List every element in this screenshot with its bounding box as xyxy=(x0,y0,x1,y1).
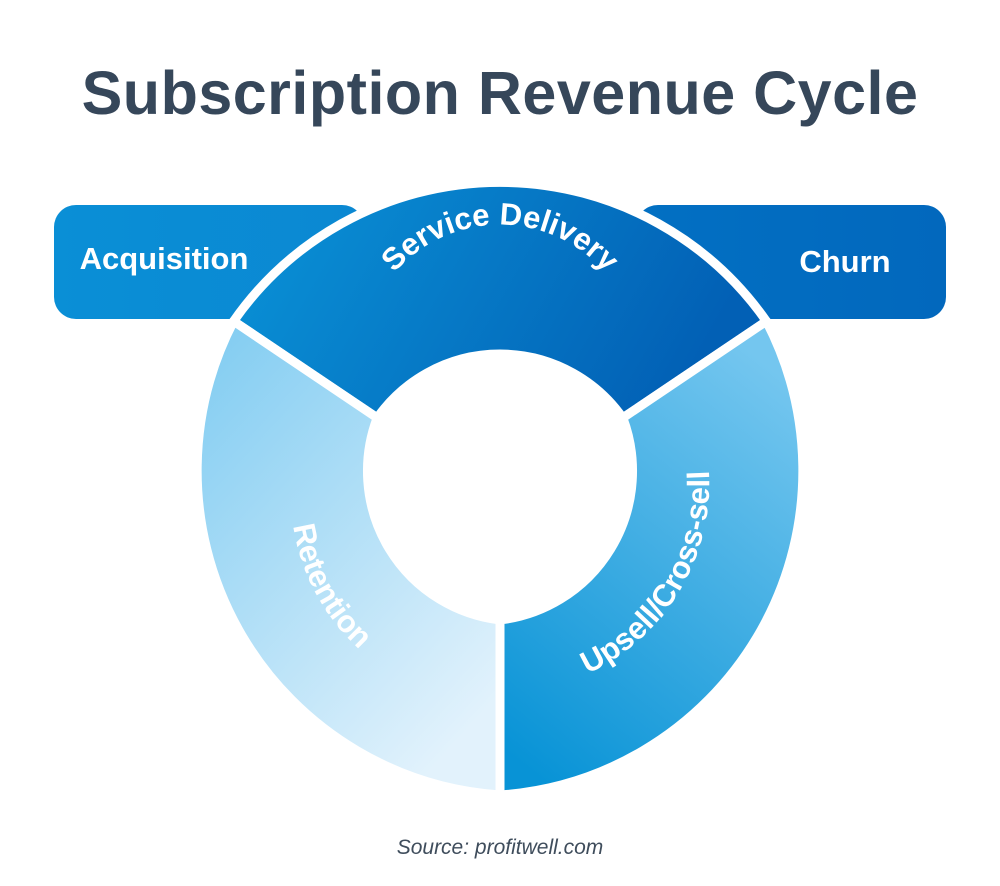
churn-label: Churn xyxy=(799,244,890,279)
retention-segment xyxy=(192,316,505,800)
source-caption: Source: profitwell.com xyxy=(396,836,604,859)
acquisition-label: Acquisition xyxy=(80,241,249,276)
upsell-segment xyxy=(495,316,808,800)
page-title: Subscription Revenue Cycle xyxy=(81,59,919,127)
service-delivery-segment xyxy=(229,177,771,423)
